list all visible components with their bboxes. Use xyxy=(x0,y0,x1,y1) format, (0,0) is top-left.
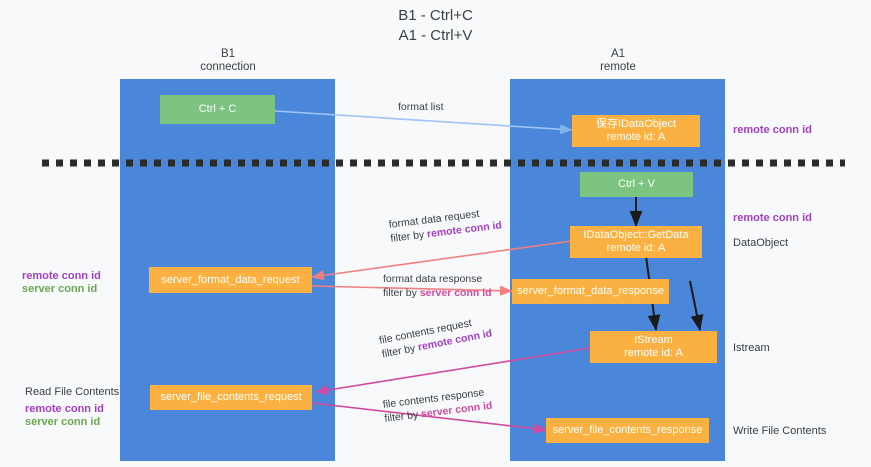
edge-label-format-data-request-filter-prefix: filter by xyxy=(389,228,428,245)
box-idataobject-getdata[interactable]: IDataObject::GetData remote id: A xyxy=(570,226,702,258)
edge-label-format-list: format list xyxy=(398,101,444,113)
annotation-dataobject: DataObject xyxy=(733,237,789,249)
annotation-read-file-contents: Read File Contents xyxy=(25,386,120,398)
annotation-left-bottom-remote-conn-id: remote conn id xyxy=(25,403,104,415)
box-server-format-data-request[interactable]: server_format_data_request xyxy=(149,267,312,293)
box-save-idataobject[interactable]: 保存IDataObject remote id: A xyxy=(572,115,700,147)
edge-label-format-data-response-filter-prefix: filter by xyxy=(383,287,420,299)
column-header-b1: B1 connection xyxy=(200,48,256,73)
edge-label-format-data-response: format data response filter by server co… xyxy=(383,272,492,300)
box-server-file-contents-response[interactable]: server_file_contents_response xyxy=(546,418,709,443)
edge-label-file-contents-response: file contents response filter by server … xyxy=(382,385,493,426)
annotation-remote-conn-id-top: remote conn id xyxy=(733,124,812,136)
annotation-istream: Istream xyxy=(733,342,770,354)
box-ctrl-v[interactable]: Ctrl + V xyxy=(580,172,693,197)
annotation-left-remote-conn-id: remote conn id xyxy=(22,270,101,282)
box-server-format-data-response[interactable]: server_format_data_response xyxy=(512,279,669,304)
annotation-remote-conn-id-mid: remote conn id xyxy=(733,212,812,224)
edge-label-file-contents-request: file contents request filter by remote c… xyxy=(378,313,493,362)
edge-label-format-data-response-text: format data response xyxy=(383,273,483,285)
page-title: B1 - Ctrl+C A1 - Ctrl+V xyxy=(398,7,473,44)
edge-label-file-contents-response-filter-prefix: filter by xyxy=(383,408,422,425)
box-istream[interactable]: IStream remote id: A xyxy=(590,331,717,363)
column-header-a1: A1 remote xyxy=(600,48,636,73)
box-ctrl-c[interactable]: Ctrl + C xyxy=(160,95,275,124)
edge-label-format-data-request: format data request filter by remote con… xyxy=(388,204,503,245)
annotation-left-bottom-server-conn-id: server conn id xyxy=(25,416,101,428)
box-server-file-contents-request[interactable]: server_file_contents_request xyxy=(150,385,312,410)
annotation-write-file-contents: Write File Contents xyxy=(733,425,827,437)
edge-label-format-data-response-filter-key: server conn id xyxy=(419,287,492,299)
annotation-left-server-conn-id: server conn id xyxy=(22,283,98,295)
